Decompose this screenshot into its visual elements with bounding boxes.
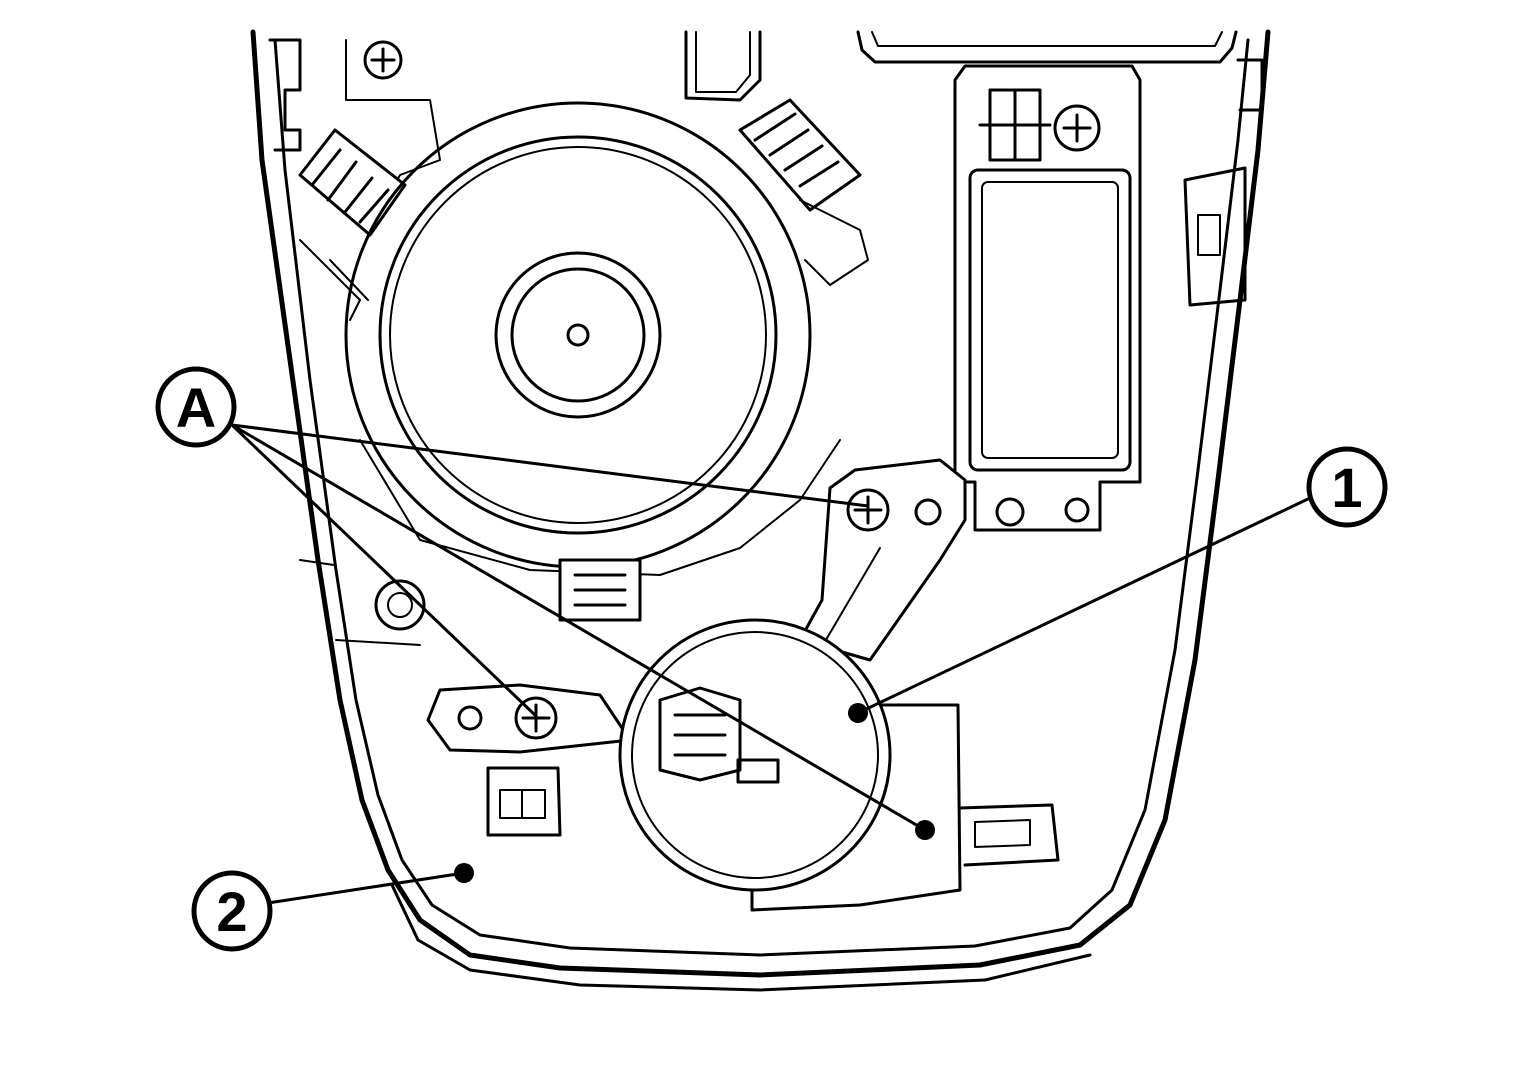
motor-icon xyxy=(618,618,892,892)
leader-dots xyxy=(454,703,935,883)
housing-panel xyxy=(250,29,1271,992)
screw-icon xyxy=(1053,104,1101,152)
speaker-icon xyxy=(566,323,590,347)
callout-1: 1 xyxy=(1306,446,1388,528)
linkage-bracket xyxy=(798,458,967,662)
callout-2-label: 2 xyxy=(216,880,247,943)
callout-2-dot xyxy=(454,863,474,883)
leader-lines xyxy=(230,423,1311,905)
screw-icon xyxy=(514,696,558,740)
callout-2: 2 xyxy=(191,870,273,952)
callout-a-label: A xyxy=(176,376,216,439)
top-center-bracket xyxy=(684,30,869,286)
connector-icon xyxy=(738,98,862,212)
top-left-bracket xyxy=(268,38,441,321)
lower-left-connector xyxy=(486,766,562,837)
motor-actuator xyxy=(618,618,1060,912)
screw-icon xyxy=(363,40,403,80)
speaker xyxy=(344,101,841,622)
lower-left-lever xyxy=(374,579,632,754)
callout-1-dot xyxy=(848,703,868,723)
connector-icon xyxy=(298,128,407,237)
screw-icon xyxy=(846,488,890,532)
right-module xyxy=(856,30,1264,532)
callout-1-label: 1 xyxy=(1331,456,1362,519)
callout-a: A xyxy=(155,366,237,448)
callout-a-dot xyxy=(915,820,935,840)
